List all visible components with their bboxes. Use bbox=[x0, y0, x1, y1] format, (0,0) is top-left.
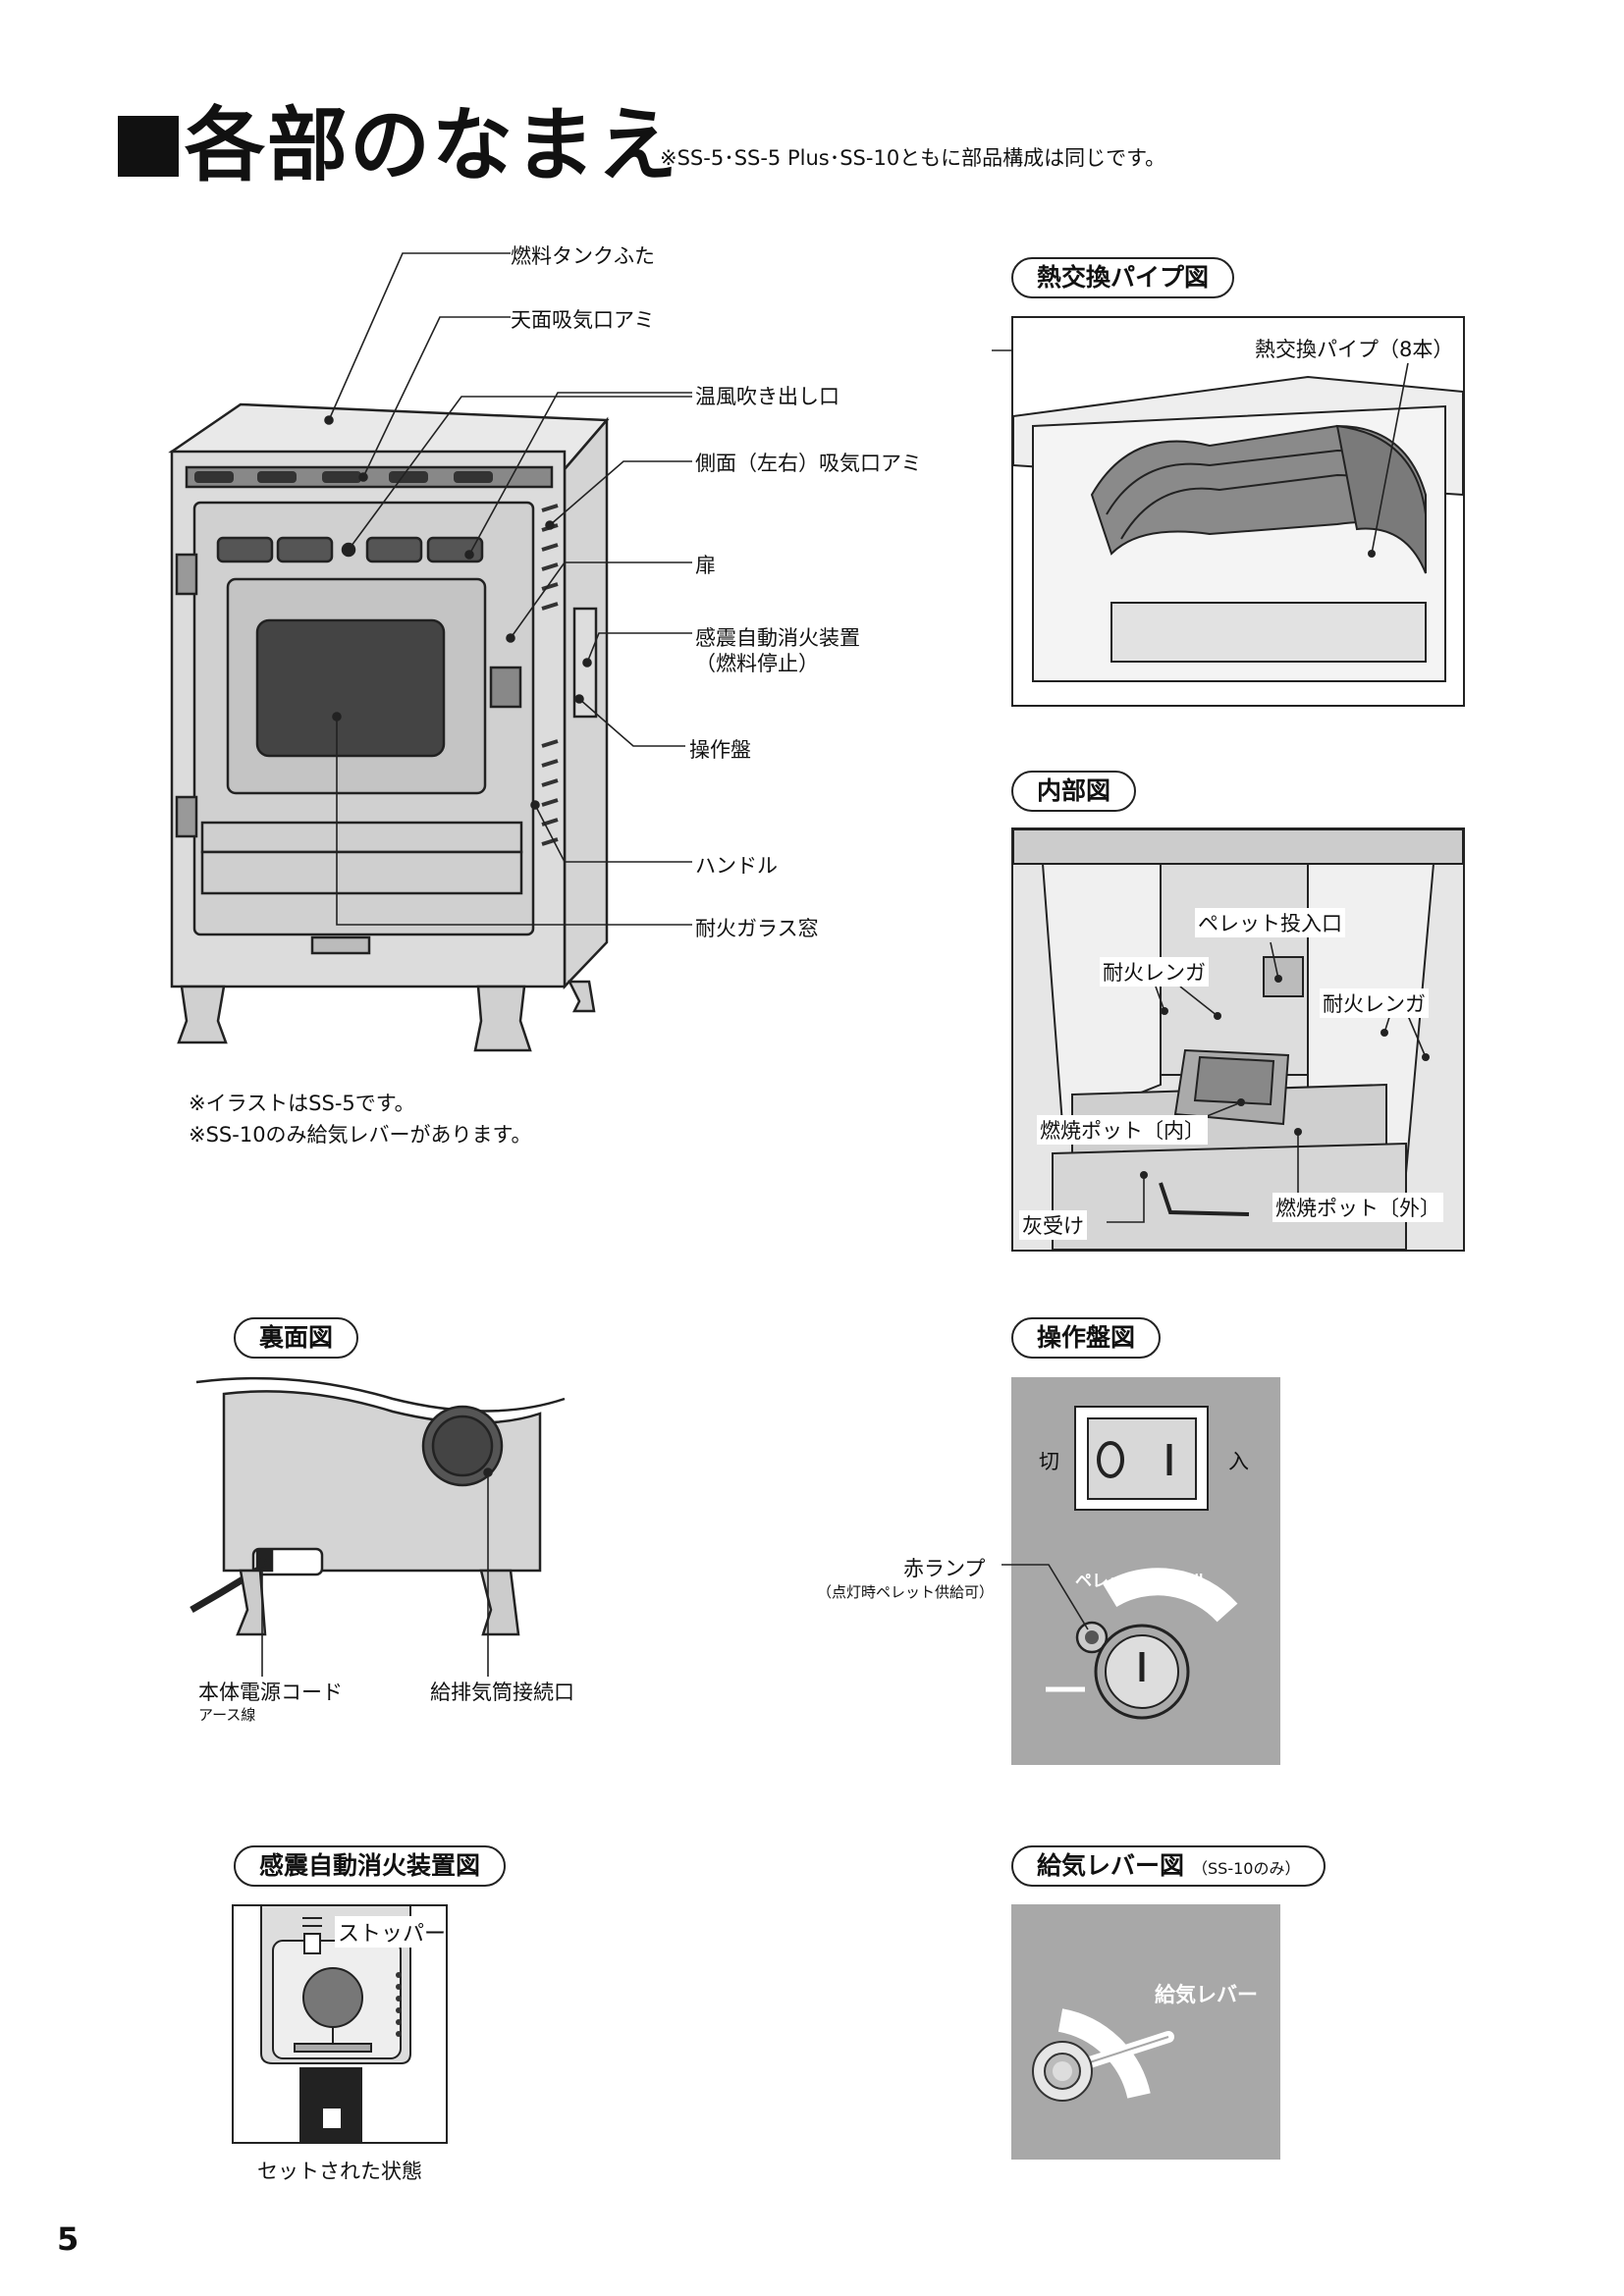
title-text: 各部のなまえ bbox=[185, 99, 680, 192]
label-pellet-inlet: ペレット投入口 bbox=[1195, 908, 1345, 937]
red-lamp-note: （点灯時ペレット供給可） bbox=[817, 1583, 995, 1601]
label-power-cord: 本体電源コード bbox=[198, 1681, 343, 1704]
title-square-icon bbox=[118, 116, 179, 177]
interior-title: 内部図 bbox=[1011, 771, 1137, 812]
label-ash-tray: 灰受け bbox=[1019, 1210, 1087, 1240]
red-lamp-label: 赤ランプ bbox=[903, 1557, 986, 1580]
switch-on-label: 入 bbox=[1228, 1450, 1249, 1473]
quake-title: 感震自動消火装置図 bbox=[234, 1845, 507, 1887]
label-flue-port: 給排気筒接続口 bbox=[430, 1681, 574, 1704]
heat-pipe-title: 熱交換パイプ図 bbox=[1011, 257, 1235, 298]
heat-pipe-label: 熱交換パイプ（8本） bbox=[1252, 334, 1457, 363]
control-panel-figure: 切 入 ペレットダイヤル bbox=[1011, 1377, 1280, 1765]
label-door: 扉 bbox=[695, 554, 716, 577]
label-quake-device: 感震自動消火装置 bbox=[695, 626, 860, 650]
page-number: 5 bbox=[57, 2220, 80, 2258]
label-earth-wire: アース線 bbox=[198, 1706, 256, 1724]
stopper-label: ストッパー bbox=[335, 1916, 446, 1948]
label-top-intake-mesh: 天面吸気口アミ bbox=[511, 308, 655, 332]
label-quake-device-sub: （燃料停止） bbox=[695, 652, 819, 675]
label-pot-outer: 燃焼ポット〔外〕 bbox=[1272, 1193, 1443, 1222]
heat-pipe-panel: 熱交換パイプ（8本） bbox=[1011, 316, 1465, 707]
stove-note-2: ※SS-10のみ給気レバーがあります。 bbox=[189, 1123, 532, 1147]
panel-title: 操作盤図 bbox=[1011, 1317, 1162, 1359]
quake-caption: セットされた状態 bbox=[257, 2160, 422, 2183]
switch-off-label: 切 bbox=[1039, 1450, 1059, 1473]
label-pot-inner: 燃焼ポット〔内〕 bbox=[1037, 1115, 1208, 1145]
air-lever-title: 給気レバー図（SS-10のみ） bbox=[1011, 1845, 1326, 1887]
page-title: 各部のなまえ bbox=[118, 106, 679, 187]
stove-note-1: ※イラストはSS-5です。 bbox=[189, 1092, 415, 1115]
interior-panel: ペレット投入口 耐火レンガ 耐火レンガ 燃焼ポット〔内〕 灰受け 燃焼ポット〔外… bbox=[1011, 828, 1465, 1252]
quake-figure: ストッパー bbox=[232, 1904, 448, 2144]
label-tank-lid: 燃料タンクふた bbox=[511, 244, 655, 268]
label-control-panel: 操作盤 bbox=[689, 738, 751, 762]
label-side-intake-mesh: 側面（左右）吸気口アミ bbox=[695, 452, 922, 475]
label-handle: ハンドル bbox=[695, 854, 778, 878]
pellet-dial-label: ペレットダイヤル bbox=[1075, 1572, 1209, 1591]
label-warm-air-outlet: 温風吹き出し口 bbox=[695, 385, 839, 408]
air-lever-figure: 給気レバー bbox=[1011, 1904, 1280, 2160]
air-lever-label: 給気レバー bbox=[1155, 1983, 1258, 2006]
models-note: ※SS-5･SS-5 Plus･SS-10ともに部品構成は同じです。 bbox=[660, 146, 1166, 170]
label-firebrick-right: 耐火レンガ bbox=[1320, 988, 1429, 1018]
label-firebrick-left: 耐火レンガ bbox=[1100, 957, 1209, 987]
label-glass-window: 耐火ガラス窓 bbox=[695, 917, 819, 940]
rear-title: 裏面図 bbox=[234, 1317, 359, 1359]
